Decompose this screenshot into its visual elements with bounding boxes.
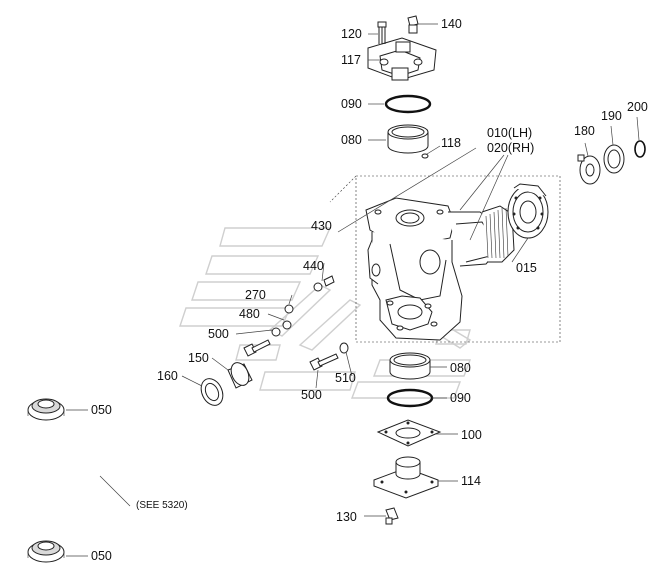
- callout-labels: 120 140 117 090 080 118 010(LH) 020(RH) …: [91, 17, 648, 563]
- label-270: 270: [245, 288, 266, 302]
- label-100: 100: [461, 428, 482, 442]
- part-440-stud: [313, 275, 335, 292]
- label-050-upper: 050: [91, 403, 112, 417]
- label-430: 430: [311, 219, 332, 233]
- part-160-seal: [200, 378, 224, 406]
- part-510-washer: [339, 342, 349, 354]
- part-080-bushing-top: [387, 124, 429, 154]
- label-020-rh: 020(RH): [487, 141, 534, 155]
- part-120-bolt: [377, 21, 387, 44]
- part-100-gasket: [376, 419, 442, 447]
- label-117: 117: [341, 53, 361, 67]
- part-117-cover: [367, 37, 437, 81]
- label-200: 200: [627, 100, 648, 114]
- label-440: 440: [303, 259, 324, 273]
- part-200-snap-ring: [634, 140, 646, 158]
- part-480-washers: [271, 320, 292, 337]
- label-120: 120: [341, 27, 362, 41]
- label-114: 114: [461, 474, 481, 488]
- label-500-lower: 500: [301, 388, 322, 402]
- label-080-top: 080: [341, 133, 362, 147]
- label-500-upper: 500: [208, 327, 229, 341]
- label-510: 510: [335, 371, 356, 385]
- assembly-frame: [329, 175, 561, 343]
- part-180-washer: [577, 154, 601, 185]
- part-500-bolt-upper: [243, 339, 271, 357]
- part-050-bearing-lower: [27, 540, 65, 563]
- label-080-bottom: 080: [450, 361, 471, 375]
- label-010-lh: 010(LH): [487, 126, 532, 140]
- part-050-bearing-upper: [27, 398, 65, 421]
- label-190: 190: [601, 109, 622, 123]
- leader-lines: [66, 23, 640, 557]
- label-see-5320: (SEE 5320): [136, 500, 188, 511]
- label-160: 160: [157, 369, 178, 383]
- part-130-fitting: [385, 507, 399, 525]
- part-118-small-ring: [421, 153, 429, 159]
- label-015: 015: [516, 261, 537, 275]
- part-270-nut: [284, 304, 294, 314]
- label-130: 130: [336, 510, 357, 524]
- part-015-hub: [507, 183, 549, 239]
- label-050-lower: 050: [91, 549, 112, 563]
- part-190-ring: [603, 144, 625, 174]
- label-180: 180: [574, 124, 595, 138]
- label-150: 150: [188, 351, 209, 365]
- part-150-bushing: [227, 362, 253, 389]
- part-500-bolt-lower: [309, 353, 339, 371]
- label-118: 118: [441, 136, 461, 150]
- label-090-top: 090: [341, 97, 362, 111]
- part-140-fitting: [407, 15, 419, 34]
- label-140: 140: [441, 17, 462, 31]
- label-480: 480: [239, 307, 260, 321]
- part-080-bushing-bottom: [389, 352, 431, 380]
- part-090-oring-top: [384, 94, 432, 114]
- label-090-bottom: 090: [450, 391, 471, 405]
- part-114-cap: [373, 456, 439, 499]
- part-010-housing: [365, 197, 515, 341]
